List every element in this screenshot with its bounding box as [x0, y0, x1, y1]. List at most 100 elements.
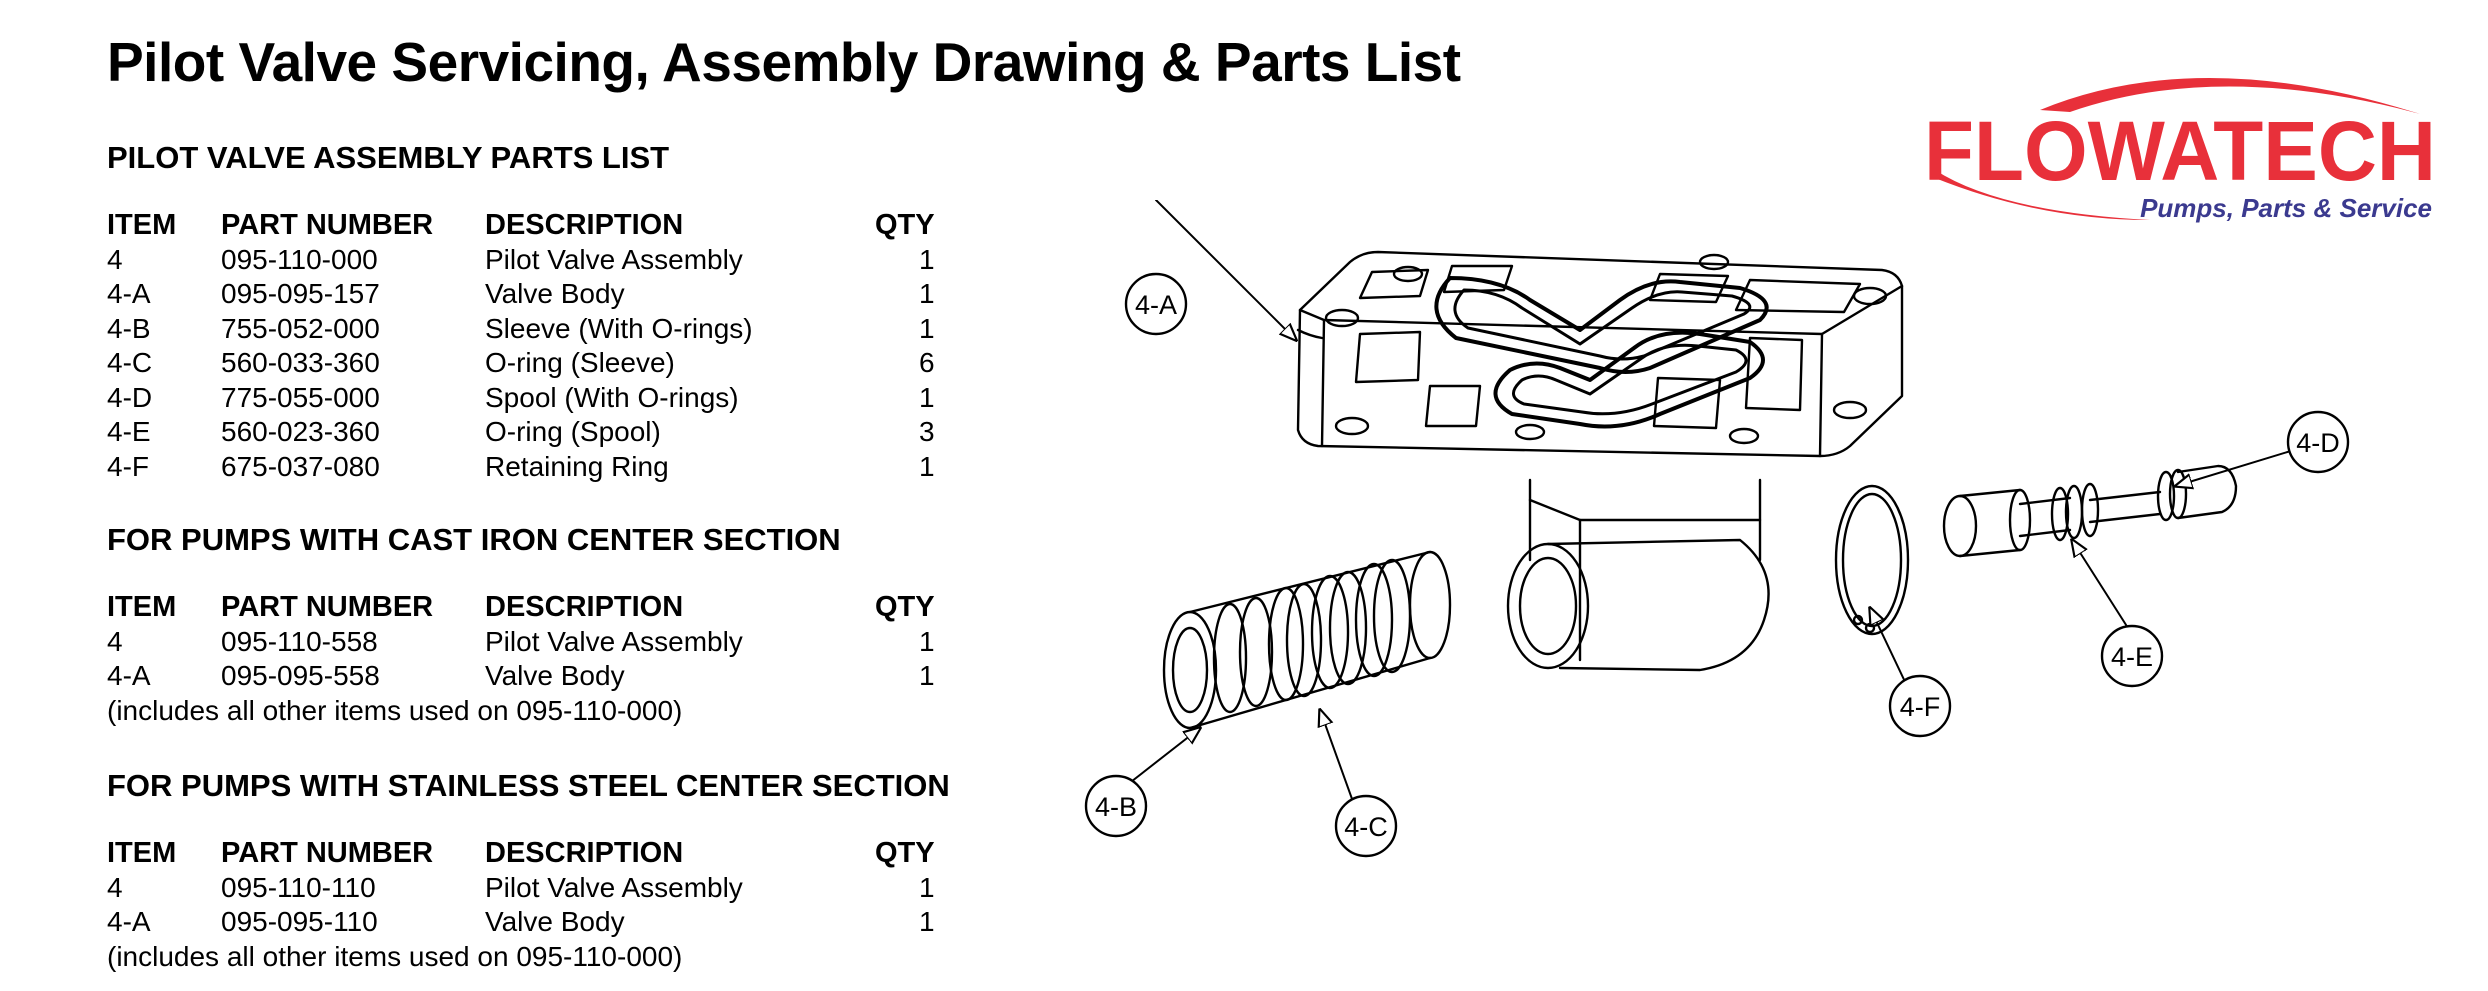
cell-qty: 1	[919, 450, 935, 482]
cell-qty: 1	[919, 625, 935, 657]
table-row: 4-A 095-095-157 Valve Body 1	[107, 277, 935, 312]
callout-4b: 4-B	[1084, 774, 1148, 838]
cell-part-number: 560-033-360	[221, 347, 380, 378]
table-header-row: ITEM PART NUMBER DESCRIPTION QTY	[107, 590, 935, 625]
cell-item: 4	[107, 243, 123, 275]
callout-label: 4-B	[1095, 792, 1137, 822]
cell-qty: 1	[919, 906, 935, 937]
cell-item: 4-A	[107, 278, 151, 309]
cell-item: 4-D	[107, 381, 153, 413]
col-part-number: PART NUMBER	[221, 591, 434, 623]
parts-table: ITEM PART NUMBER DESCRIPTION QTY 4 095-1…	[107, 836, 935, 940]
callout-label: 4-E	[2111, 642, 2153, 672]
page-title: Pilot Valve Servicing, Assembly Drawing …	[107, 31, 1461, 93]
callout-4e: 4-E	[2100, 624, 2164, 688]
cell-part-number: 095-095-110	[221, 906, 378, 937]
cell-description: Pilot Valve Assembly	[485, 871, 743, 903]
table-row: 4-A 095-095-110 Valve Body 1	[107, 905, 935, 940]
col-description: DESCRIPTION	[485, 837, 684, 869]
section-note: (includes all other items used on 095-11…	[107, 694, 683, 726]
col-part-number: PART NUMBER	[221, 209, 434, 241]
cell-qty: 1	[919, 660, 935, 691]
callout-4c: 4-C	[1334, 794, 1398, 858]
valve-body-part	[1296, 250, 1904, 672]
sleeve-part	[1162, 550, 1452, 730]
table-row: 4 095-110-110 Pilot Valve Assembly 1	[107, 871, 935, 906]
cell-item: 4	[107, 871, 123, 903]
table-row: 4-C 560-033-360 O-ring (Sleeve) 6	[107, 346, 935, 381]
col-part-number: PART NUMBER	[221, 837, 434, 869]
cell-description: Pilot Valve Assembly	[485, 625, 743, 657]
section-heading: FOR PUMPS WITH CAST IRON CENTER SECTION	[107, 522, 841, 557]
col-item: ITEM	[107, 591, 177, 623]
cell-description: Valve Body	[485, 660, 625, 691]
col-description: DESCRIPTION	[485, 591, 684, 623]
callout-4d: 4-D	[2286, 410, 2350, 474]
table-header-row: ITEM PART NUMBER DESCRIPTION QTY	[107, 836, 935, 871]
table-row: 4-E 560-023-360 O-ring (Spool) 3	[107, 415, 935, 450]
cell-description: Valve Body	[485, 278, 625, 309]
cell-item: 4-C	[107, 347, 153, 378]
callout-4f: 4-F	[1888, 674, 1952, 738]
logo-swoosh-top	[2040, 77, 2420, 114]
cell-description: O-ring (Spool)	[485, 416, 661, 447]
parts-table: ITEM PART NUMBER DESCRIPTION QTY 4 095-1…	[107, 590, 935, 694]
cell-item: 4-E	[107, 416, 151, 447]
cell-description: Valve Body	[485, 906, 625, 937]
leader-lines	[1117, 200, 2295, 811]
parts-list-section: PILOT VALVE ASSEMBLY PARTS LIST ITEM PAR…	[107, 140, 1007, 484]
callout-label: 4-D	[2296, 428, 2340, 458]
cell-qty: 1	[919, 871, 935, 903]
table-row: 4-A 095-095-558 Valve Body 1	[107, 659, 935, 694]
table-row: 4-B 755-052-000 Sleeve (With O-rings) 1	[107, 312, 935, 347]
table-row: 4 095-110-558 Pilot Valve Assembly 1	[107, 625, 935, 660]
section-heading: PILOT VALVE ASSEMBLY PARTS LIST	[107, 140, 670, 175]
cell-item: 4-F	[107, 450, 149, 482]
cell-part-number: 095-095-157	[221, 278, 380, 309]
spool-part	[1942, 464, 2238, 558]
cell-qty: 3	[919, 416, 935, 447]
assembly-drawing: 4-A 4-D 4-E 4-F 4-B 4-C	[1084, 200, 2350, 858]
table-row: 4 095-110-000 Pilot Valve Assembly 1	[107, 243, 935, 278]
col-qty: QTY	[875, 591, 935, 623]
cell-qty: 1	[919, 312, 935, 344]
flowatech-logo: FLOWATECH Pumps, Parts & Service	[1924, 77, 2436, 223]
cell-part-number: 675-037-080	[221, 450, 380, 482]
cell-description: Pilot Valve Assembly	[485, 243, 743, 275]
callout-label: 4-A	[1135, 290, 1177, 320]
cell-part-number: 560-023-360	[221, 416, 380, 447]
cell-qty: 1	[919, 381, 935, 413]
cell-qty: 1	[919, 243, 935, 275]
col-item: ITEM	[107, 209, 177, 241]
logo-tagline: Pumps, Parts & Service	[2140, 193, 2432, 223]
callout-label: 4-F	[1900, 692, 1941, 722]
cell-item: 4-A	[107, 906, 151, 937]
cell-item: 4-A	[107, 660, 151, 691]
cell-part-number: 775-055-000	[221, 381, 380, 413]
callout-4a: 4-A	[1124, 272, 1188, 336]
cell-part-number: 755-052-000	[221, 312, 380, 344]
col-qty: QTY	[875, 209, 935, 241]
cell-description: O-ring (Sleeve)	[485, 347, 675, 378]
cast-iron-section: FOR PUMPS WITH CAST IRON CENTER SECTION …	[107, 522, 1007, 728]
cell-description: Retaining Ring	[485, 450, 669, 482]
cell-part-number: 095-110-000	[221, 243, 378, 275]
section-note: (includes all other items used on 095-11…	[107, 940, 683, 972]
cell-item: 4	[107, 625, 123, 657]
cell-qty: 6	[919, 347, 935, 378]
cell-description: Spool (With O-rings)	[485, 381, 739, 413]
col-item: ITEM	[107, 837, 177, 869]
table-row: 4-D 775-055-000 Spool (With O-rings) 1	[107, 381, 935, 416]
cell-part-number: 095-110-558	[221, 625, 378, 657]
parts-table: ITEM PART NUMBER DESCRIPTION QTY 4 095-1…	[107, 208, 935, 484]
logo-brand: FLOWATECH	[1924, 104, 2436, 198]
table-header-row: ITEM PART NUMBER DESCRIPTION QTY	[107, 208, 935, 243]
col-description: DESCRIPTION	[485, 209, 684, 241]
section-heading: FOR PUMPS WITH STAINLESS STEEL CENTER SE…	[107, 768, 950, 803]
cell-qty: 1	[919, 278, 935, 309]
cell-part-number: 095-095-558	[221, 660, 380, 691]
cell-part-number: 095-110-110	[221, 871, 376, 903]
cell-item: 4-B	[107, 312, 151, 344]
callout-label: 4-C	[1344, 812, 1388, 842]
cell-description: Sleeve (With O-rings)	[485, 312, 753, 344]
